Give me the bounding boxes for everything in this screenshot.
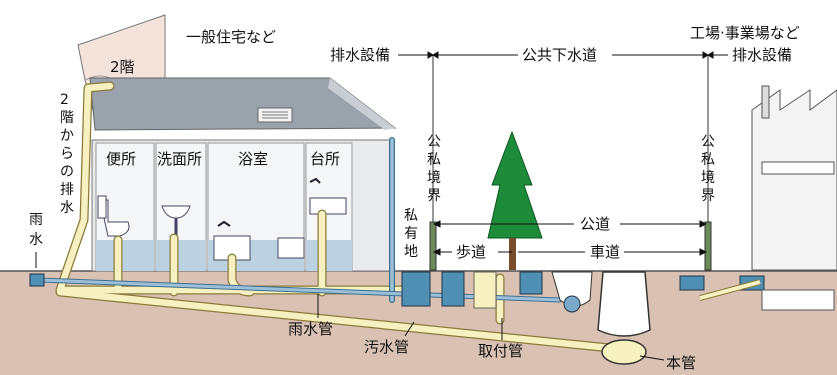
tree — [487, 130, 543, 270]
kitchen-faucet — [309, 177, 321, 184]
svg-text:公: 公 — [427, 134, 441, 150]
room-label-kitchen: 台所 — [310, 150, 340, 168]
room-label-toilet: 便所 — [106, 150, 136, 168]
lateral-pipe-label: 取付管 — [478, 342, 523, 360]
room-label-washroom: 洗面所 — [157, 150, 202, 168]
sidewalk-label: 歩道 — [456, 243, 486, 261]
roof-side — [328, 78, 395, 130]
floor-washroom — [156, 240, 206, 271]
manhole — [597, 271, 651, 365]
kitchen-sink — [309, 197, 347, 215]
svg-text:か: か — [60, 128, 74, 144]
svg-text:雨: 雨 — [29, 212, 43, 228]
second-floor-label: 2階 — [110, 58, 135, 76]
second-floor-drain-label: 2 階 か ら の 排 水 — [60, 92, 74, 216]
factory — [679, 85, 837, 311]
header-center: 公共下水道 — [522, 46, 597, 64]
svg-text:私: 私 — [427, 152, 441, 168]
svg-text:有: 有 — [404, 226, 418, 242]
svg-text:界: 界 — [701, 188, 715, 204]
svg-text:私: 私 — [701, 152, 715, 168]
rain-label: 雨 水 — [29, 212, 43, 248]
svg-text:公: 公 — [701, 134, 715, 150]
bath-faucet — [217, 220, 231, 227]
svg-text:界: 界 — [427, 188, 441, 204]
svg-text:地: 地 — [404, 244, 418, 260]
floor-toilet — [96, 240, 154, 271]
svg-text:ら: ら — [60, 146, 74, 162]
factory-title: 工場·事業場など — [690, 24, 800, 42]
storm-pipes — [37, 137, 563, 303]
header-right: 排水設備 — [732, 46, 792, 64]
house-title: 一般住宅など — [186, 28, 276, 46]
sewage-pipe-label: 汚水管 — [364, 338, 409, 356]
leader-lines — [35, 252, 665, 361]
room-label-bath: 浴室 — [238, 150, 268, 168]
kitchen-cabinet — [277, 237, 305, 259]
roadway-label: 車道 — [590, 243, 620, 261]
road-arrows — [432, 220, 708, 256]
svg-text:私: 私 — [404, 208, 418, 224]
header-arrows — [398, 51, 728, 59]
sewage-pipes — [55, 81, 615, 353]
boundaries — [429, 55, 712, 271]
boundary-right-label: 公 私 境 界 — [701, 134, 715, 204]
svg-text:境: 境 — [701, 170, 715, 186]
roof — [89, 77, 397, 131]
svg-text:境: 境 — [427, 170, 441, 186]
svg-text:の: の — [60, 164, 74, 180]
inspection-boxes — [29, 271, 543, 309]
storm-catch-basin — [551, 271, 593, 313]
header-left: 排水設備 — [330, 46, 390, 64]
public-road-label: 公道 — [580, 215, 610, 233]
main-pipe — [601, 339, 647, 365]
house — [77, 14, 397, 272]
main-pipe-label: 本管 — [666, 354, 696, 372]
floor-kitchen — [306, 240, 352, 271]
svg-text:水: 水 — [29, 232, 43, 248]
private-land-label: 私 有 地 — [404, 208, 418, 260]
svg-text:階: 階 — [60, 110, 74, 126]
storm-pipe-label: 雨水管 — [288, 320, 333, 338]
svg-text:排: 排 — [60, 182, 74, 198]
svg-text:2: 2 — [60, 92, 69, 108]
boundary-left-label: 公 私 境 界 — [427, 134, 441, 204]
svg-text:水: 水 — [60, 200, 74, 216]
